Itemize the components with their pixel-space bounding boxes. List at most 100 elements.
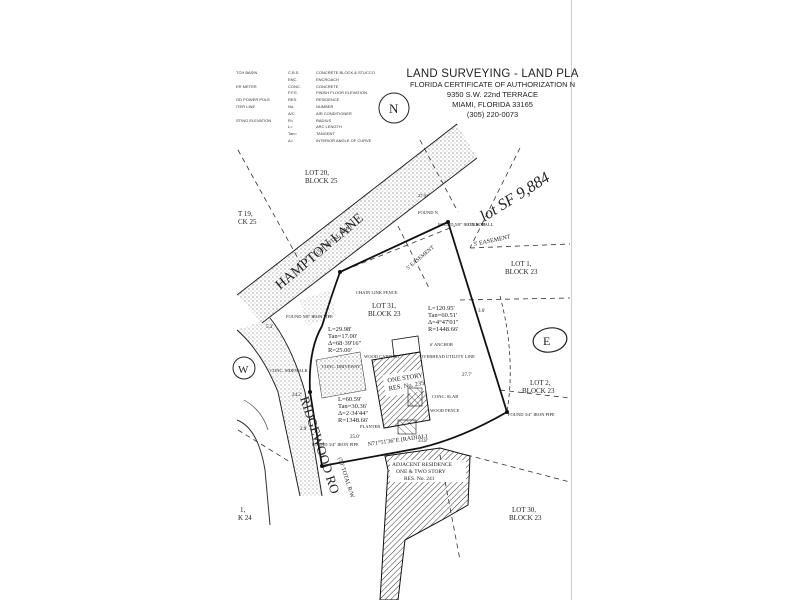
anchor-label: 6' ANCHOR [430, 342, 453, 347]
circle-w-icon: W [232, 356, 256, 380]
easement-diag-label: 5' EASEMENT [405, 244, 436, 271]
sidewalk-label: CONC. SIDEWALK [270, 368, 308, 373]
legend-description: INTERIOR ANGLE OF CURVE [316, 137, 372, 143]
legend-row: L=ARC LENGTH [236, 124, 386, 131]
svg-text:L=29.98': L=29.98' [328, 326, 351, 333]
legend-left-text: TCH BASIN [236, 70, 258, 75]
legend-description: RESIDENCE [316, 97, 340, 103]
found-left-label: FOUND 5/8" IRON PIPE [286, 314, 333, 319]
legend-description: CONCRETE [316, 83, 339, 89]
svg-text:Tan=17.00': Tan=17.00' [328, 333, 357, 340]
legend-description: AIR CONDITIONER [316, 110, 352, 116]
legend-row: ER METER CONC. CONCRETE [236, 84, 386, 91]
surveyor-title: LAND SURVEYING - LAND PLA [406, 68, 579, 80]
legend-abbreviation: RES. [288, 97, 298, 103]
legend-abbreviation: ENC. [288, 76, 298, 82]
walkway [300, 290, 336, 326]
easement-top-label: 5' EASEMENT [473, 234, 511, 248]
legend-abbreviation: A/C [288, 110, 295, 116]
legend-description: RADIUS [316, 117, 332, 123]
legend-row: Tan= TANGENT [236, 131, 386, 138]
paper-edge-line [571, 0, 572, 600]
svg-text:R=1448.66': R=1448.66' [428, 326, 458, 333]
legend-abbreviation: Tan= [288, 131, 297, 137]
dist-2791-label: 27.91' [418, 193, 429, 198]
curve-data-bottom: L=60.59' Tan=30.36' Δ=2·34'44" R=1348.66… [338, 396, 368, 424]
lot-1-line2: BLOCK 23 [505, 268, 538, 276]
dim-242-label: 24.2' [292, 393, 302, 398]
ridgewood-road [236, 317, 323, 526]
found-pipe-right-label: FOUND 3/4" IRON PIPE [508, 412, 555, 417]
legend-row: ENC. ENCROACH [236, 77, 386, 84]
address-line: 9350 S.W. 22nd TERRACE [446, 90, 539, 99]
legend-row: F.F.E.FINISH FLOOR ELEVATION [236, 90, 386, 97]
lot-1-line1: LOT 1, [511, 260, 532, 268]
city-line: MIAMI, FLORIDA 33165 [452, 100, 533, 109]
curve-data-right: L=120.95' Tan=60.51' Δ=4°47'01" R=1448.6… [428, 305, 459, 333]
wood-fence-label: WOOD FENCE [430, 408, 460, 413]
svg-text:L=120.95': L=120.95' [428, 305, 455, 312]
lot-20-line2: BLOCK 25 [305, 177, 338, 185]
lot-31-boundary [308, 221, 508, 467]
one-story-residence [371, 335, 431, 435]
concrete-driveway [315, 351, 367, 399]
svg-text:R=25.00': R=25.00' [328, 347, 352, 354]
dim-277-label: 27.7' [462, 373, 472, 378]
chain-fence-label: CHAIN LINK FENCE [356, 290, 398, 295]
dim-36-label: 3.6' [478, 309, 485, 314]
svg-text:Δ=68·39'16": Δ=68·39'16" [328, 340, 362, 347]
legend-row: Δ= INTERIOR ANGLE OF CURVE [236, 138, 386, 145]
svg-text:Tan=30.36': Tan=30.36' [338, 403, 367, 410]
lot-2-line1: LOT 2, [530, 379, 551, 387]
legend-description: ENCROACH [316, 76, 339, 82]
circle-e-label: E [543, 334, 550, 348]
legend-row: STING ELEVATION R= RADIUS [236, 118, 386, 125]
phone-line: (305) 220-0073 [466, 110, 519, 119]
lot-sw-line1: 1, [240, 506, 246, 514]
hampton-lane-road [236, 123, 478, 324]
lot-20-line1: LOT 20, [305, 169, 329, 177]
legend-description: ARC LENGTH [316, 124, 342, 130]
planter-label: PLANTER [360, 424, 380, 429]
legend-description: TANGENT [316, 131, 335, 137]
legend-left-text: OD POWER POLE [236, 97, 271, 103]
dim-53-label: 5.3' [266, 325, 273, 330]
legend-abbreviation: R= [288, 117, 294, 123]
survey-monuments [308, 220, 509, 468]
svg-text:L=60.59': L=60.59' [338, 396, 361, 403]
found-bottom-label: FOUND 3/4" IRON PIPE [312, 442, 359, 447]
conc-slab-label: CONC. SLAB [432, 394, 458, 399]
legend-abbreviation: No. [288, 103, 295, 109]
circle-w-label: W [238, 364, 249, 376]
svg-text:Δ=2·34'44": Δ=2·34'44" [338, 410, 368, 417]
dim-29-label: 2.9' [300, 427, 307, 432]
svg-text:Δ=4°47'01": Δ=4°47'01" [428, 319, 459, 326]
surveyor-header: LAND SURVEYING - LAND PLA FLORIDA CERTIF… [405, 68, 580, 120]
legend-left-text: ER METER [236, 83, 257, 89]
adjacent-residence [379, 447, 471, 600]
legend-left-text: STING ELEVATION [236, 117, 272, 123]
legend-abbreviation: Δ= [288, 137, 294, 143]
certificate-line: FLORIDA CERTIFICATE OF AUTHORIZATION N [409, 80, 575, 89]
curve-data-corner: L=29.98' Tan=17.00' Δ=68·39'16" R=25.00' [328, 326, 362, 354]
adjacent-line3: RES. No. 241 [404, 476, 435, 482]
legend-row: OD POWER POLE RES. RESIDENCE [236, 97, 386, 104]
legend-row: A/C AIR CONDITIONER [236, 111, 386, 118]
legend-description: NUMBER [316, 103, 334, 109]
svg-text:Tan=60.51': Tan=60.51' [428, 312, 457, 319]
carport-label: WOOD CARPORT [364, 354, 400, 359]
lot-sw-line2: K 24 [238, 514, 252, 522]
legend-description: CONCRETE BLOCK & STUCCO [316, 70, 375, 75]
lot-31-line1: LOT 31, [372, 302, 396, 310]
dim-338-label: 33.8' [418, 439, 428, 444]
lot-31-line2: BLOCK 23 [368, 310, 401, 318]
legend-abbreviation: CONC. [288, 83, 301, 89]
adjacent-line1: ADJACENT RESIDENCE [392, 462, 453, 468]
lot-30-line1: LOT 30, [512, 506, 536, 514]
cbs-wall-label: C.B.S. WALL [468, 222, 494, 227]
lot-area-handwritten: lot SF 9,884 [477, 169, 553, 225]
